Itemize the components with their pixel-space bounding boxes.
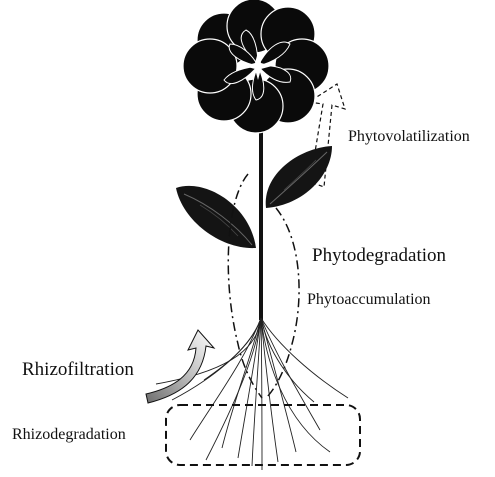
rhizosphere-zone <box>166 405 360 465</box>
label-phytodegradation: Phytodegradation <box>312 246 446 265</box>
label-phytovolatilization: Phytovolatilization <box>348 129 470 145</box>
roots <box>156 318 348 470</box>
translocation-loop <box>228 174 299 398</box>
label-phytoaccumulation: Phytoaccumulation <box>307 292 431 308</box>
label-rhizodegradation: Rhizodegradation <box>12 427 126 443</box>
flower <box>183 0 329 133</box>
rhizofiltration-arrow <box>146 330 214 403</box>
label-rhizofiltration: Rhizofiltration <box>22 360 134 379</box>
left-leaf <box>176 186 256 248</box>
